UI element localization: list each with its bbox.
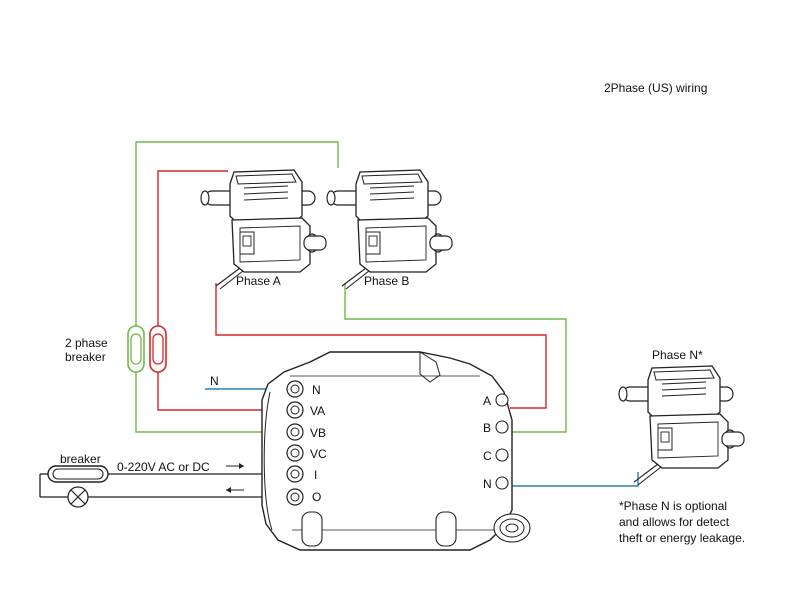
- two-phase-breaker-icon: [127, 325, 167, 373]
- ct-sensor-phase-a: [200, 169, 327, 290]
- ct-sensor-phase-n: [618, 365, 745, 486]
- ct-label-phase-n: Phase N*: [652, 348, 703, 362]
- terminal-i: I: [314, 468, 318, 482]
- terminal-a: A: [483, 394, 492, 408]
- wire-phase-a-bottom: [157, 369, 272, 411]
- wire-ct-b-lead: [344, 283, 567, 433]
- ct-label-phase-a: Phase A: [236, 274, 281, 288]
- breaker-label-line2: breaker: [65, 350, 106, 364]
- arrow-left-icon: [226, 487, 244, 493]
- ct-sensor-phase-b: [326, 169, 453, 290]
- terminal-b: B: [483, 421, 492, 435]
- wire-ct-a-lead: [215, 283, 547, 409]
- terminal-right-n: N: [483, 477, 492, 491]
- lamp-icon: [67, 486, 89, 508]
- wire-ct-n-lead: [510, 472, 639, 487]
- terminal-va: VA: [310, 404, 326, 418]
- input-breaker-label: breaker: [60, 452, 101, 466]
- neutral-wire-label: N: [210, 374, 219, 388]
- note-line2: and allows for detect: [619, 515, 730, 529]
- left-terminal-screws: [286, 380, 304, 506]
- wire-phase-b-top: [135, 141, 339, 345]
- note-line1: *Phase N is optional: [619, 499, 728, 513]
- wire-phase-b-bottom: [135, 369, 272, 433]
- wire-phase-a-top: [157, 170, 228, 345]
- terminal-vc: VC: [310, 447, 327, 461]
- input-breaker-icon: [47, 465, 109, 483]
- note-line3: theft or energy leakage.: [619, 531, 746, 545]
- energy-meter-module: [261, 351, 531, 551]
- terminal-o: O: [312, 490, 322, 504]
- breaker-label-line1: 2 phase: [65, 336, 108, 350]
- supply-label: 0-220V AC or DC: [117, 460, 210, 474]
- right-terminal-screws: [495, 393, 509, 490]
- arrow-right-icon: [226, 463, 244, 469]
- terminal-vb: VB: [310, 426, 327, 440]
- ct-label-phase-b: Phase B: [364, 274, 410, 288]
- terminal-n: N: [312, 383, 321, 397]
- terminal-c: C: [483, 449, 492, 463]
- diagram-title: 2Phase (US) wiring: [604, 81, 708, 95]
